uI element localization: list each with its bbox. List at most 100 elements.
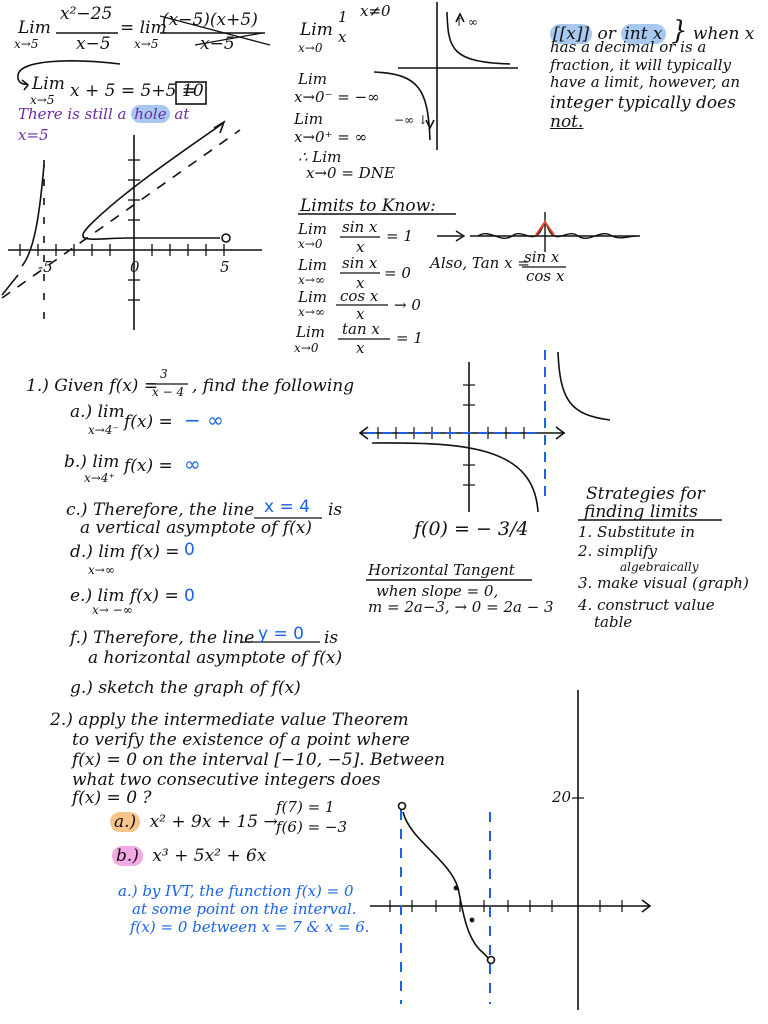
p1f-text2: a horizontal asymptote of f(x) — [88, 648, 343, 668]
l3-denom: x — [356, 305, 365, 323]
pos-infinity: ↑ ∞ — [454, 15, 478, 29]
p2-line5: f(x) = 0 ? — [72, 788, 152, 808]
denominator-2: x−5 — [200, 34, 235, 54]
tick-label-neg5: -5 — [38, 258, 53, 276]
equals-lim: = lim — [120, 18, 167, 38]
p2-line4: what two consecutive integers does — [72, 770, 381, 790]
greatest-int-line2: has a decimal or is a — [550, 38, 707, 56]
recip-numer: 1 — [338, 8, 348, 26]
p1b-sub: x→4⁺ — [84, 471, 115, 485]
left-lim-sub: x→0⁻ = −∞ — [294, 88, 380, 106]
limits-heading: Limits to Know: — [300, 196, 436, 216]
p1-frac-numer: 3 — [160, 367, 168, 381]
strategy-item-4: 4. construct value — [578, 596, 715, 614]
limit-subscript: x→5 — [14, 37, 39, 51]
ivt-graph — [370, 690, 652, 1010]
strategy-item-3: 3. make visual (graph) — [578, 574, 749, 592]
tick-label-0: 0 — [130, 258, 140, 276]
p2-line3: f(x) = 0 on the interval [−10, −5]. Betw… — [72, 750, 446, 770]
p1c-text2: a vertical asymptote of f(x) — [80, 518, 312, 538]
l1-numer: sin x — [342, 218, 378, 236]
recip-denom: x — [338, 28, 347, 46]
p1f-is: is — [324, 628, 339, 648]
p1b-answer: ∞ — [184, 452, 201, 476]
p2a-f7: f(7) = 1 — [276, 798, 335, 816]
p1g-text: g.) sketch the graph of f(x) — [70, 678, 301, 698]
therefore-lim: ∴ Lim — [298, 148, 342, 166]
l4-denom: x — [356, 339, 365, 357]
result-lim: Lim — [32, 74, 65, 94]
l2-lim: Lim — [298, 256, 327, 274]
graph-label-20: 20 — [552, 788, 572, 806]
strategies-heading-1: Strategies for — [586, 484, 705, 504]
p1c-is: is — [328, 500, 343, 520]
limit-label: Lim — [18, 18, 51, 38]
l1-lim: Lim — [298, 220, 327, 238]
p1d-sub: x→∞ — [88, 563, 115, 577]
l1-sub: x→0 — [298, 237, 323, 251]
p2-answer-line2: at some point on the interval. — [132, 900, 357, 918]
result-expression: x + 5 = 5+5 = — [70, 81, 197, 101]
horizontal-tangent-line2: m = 2a−3, → 0 = 2a − 3 — [368, 598, 554, 616]
l2-denom: x — [356, 274, 365, 292]
p1c-text: c.) Therefore, the line — [66, 500, 255, 520]
right-lim-sub: x→0⁺ = ∞ — [294, 128, 368, 146]
strategy-item-2b: algebraically — [620, 560, 699, 574]
hole-graph — [1, 120, 262, 330]
f-of-zero: f(0) = − 3/4 — [414, 518, 529, 540]
strategy-item-2: 2. simplify — [578, 542, 658, 560]
recip-condition: x≠0 — [360, 2, 391, 20]
rational-graph — [358, 350, 611, 513]
l4-numer: tan x — [342, 320, 380, 338]
p1a-expr: f(x) = — [124, 412, 173, 432]
l3-numer: cos x — [340, 287, 379, 305]
p2a-row: a.) x² + 9x + 15 → — [110, 812, 278, 832]
also-tan: Also, Tan x = — [430, 254, 530, 272]
p2-line2: to verify the existence of a point where — [72, 730, 410, 750]
l1-denom: x — [356, 238, 365, 256]
p1b-label: b.) lim — [64, 452, 120, 472]
hole-note-x: x=5 — [18, 126, 49, 144]
strategy-item-1: 1. Substitute in — [578, 523, 695, 541]
p2-answer-line3: f(x) = 0 between x = 7 & x = 6. — [130, 918, 370, 936]
p1-given: 1.) Given f(x) = — [26, 376, 159, 396]
limit-subscript-2: x→5 — [134, 37, 159, 51]
neg-infinity: −∞ ↓ — [394, 113, 428, 127]
p2a-f6: f(6) = −3 — [276, 818, 348, 836]
p2-line1: 2.) apply the intermediate value Theorem — [50, 710, 409, 730]
left-lim: Lim — [298, 70, 327, 88]
p1a-sub: x→4⁻ — [88, 423, 119, 437]
numerator-factored: (x−5)(x+5) — [162, 10, 258, 30]
numerator: x²−25 — [60, 4, 113, 24]
l1-result: = 1 — [386, 227, 413, 245]
p1e-label: e.) lim f(x) = — [70, 586, 179, 606]
p1c-answer: x = 4 — [264, 497, 310, 517]
greatest-int-line5: integer typically does — [550, 93, 736, 113]
p1a-answer: − ∞ — [184, 408, 224, 432]
sinc-graph — [437, 212, 640, 252]
greatest-int-line4: have a limit, however, an — [550, 73, 741, 91]
reciprocal-graph — [373, 2, 518, 150]
p2b-row: b.) x³ + 5x² + 6x — [112, 846, 266, 866]
l4-result: = 1 — [396, 329, 423, 347]
tan-numer: sin x — [524, 248, 560, 266]
dne: x→0 = DNE — [306, 164, 395, 182]
p1b-expr: f(x) = — [124, 456, 173, 476]
p1-frac-denom: x − 4 — [152, 385, 185, 399]
p2-answer-line1: a.) by IVT, the function f(x) = 0 — [118, 882, 354, 900]
strategy-item-4b: table — [594, 613, 633, 631]
p1d-label: d.) lim f(x) = — [70, 542, 180, 562]
greatest-int-line6: not. — [550, 112, 584, 132]
p1-given-end: , find the following — [192, 376, 355, 396]
l4-lim: Lim — [296, 323, 325, 341]
l2-numer: sin x — [342, 254, 378, 272]
tick-label-5: 5 — [220, 258, 230, 276]
p1f-answer: y = 0 — [258, 624, 304, 644]
denominator: x−5 — [76, 34, 111, 54]
hole-note: There is still a hole at — [18, 105, 190, 123]
p1a-label: a.) lim — [70, 402, 125, 422]
greatest-int-line1: [[x]] or int x } when x — [550, 17, 754, 45]
l3-result: → 0 — [394, 296, 421, 314]
l2-result: = 0 — [384, 264, 411, 282]
horizontal-tangent-heading: Horizontal Tangent — [368, 561, 515, 579]
